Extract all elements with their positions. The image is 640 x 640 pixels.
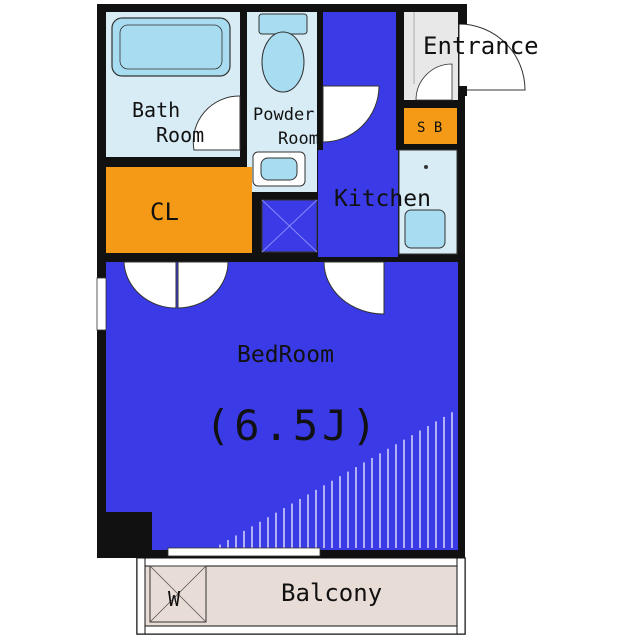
pillar — [106, 512, 152, 550]
kitchen-label: Kitchen — [334, 186, 431, 212]
balcony-sliding-door — [167, 547, 321, 557]
bathtub-inner — [119, 24, 223, 70]
powder-room-label-1: Powder — [253, 105, 314, 125]
closet-label: CL — [150, 198, 179, 226]
entrance-door-icon — [458, 23, 526, 91]
powder-room-label-2: Room — [278, 129, 319, 149]
kitchen-floor — [318, 150, 398, 257]
balcony-window-hatch — [219, 412, 453, 548]
bedroom-label: BedRoom — [237, 342, 334, 368]
closet-door-left-icon — [123, 261, 177, 309]
shoe-box-label: S B — [417, 120, 442, 136]
inner-entrance-door-icon — [415, 63, 453, 101]
entrance-label: Entrance — [423, 32, 539, 60]
toilet-bowl — [261, 31, 305, 93]
shoe-box — [404, 108, 457, 144]
washer-label: W — [168, 587, 181, 611]
stove-burner — [424, 165, 428, 169]
powder-door-icon — [322, 85, 380, 143]
bath-door-icon — [192, 95, 241, 151]
bath-room-label-2: Room — [156, 123, 204, 147]
window-left — [96, 277, 107, 331]
powder-sink-basin — [260, 157, 298, 181]
bedroom-size-label: (6.5J) — [205, 401, 381, 450]
toilet-tank — [258, 13, 308, 35]
closet-floor — [106, 167, 252, 253]
bedroom-floor — [106, 262, 458, 550]
bedroom-door-icon — [323, 261, 385, 315]
kitchen-sink — [404, 209, 446, 249]
bath-room-label-1: Bath — [132, 98, 180, 122]
closet-door-right-icon — [177, 261, 229, 309]
balcony-label: Balcony — [281, 579, 382, 607]
